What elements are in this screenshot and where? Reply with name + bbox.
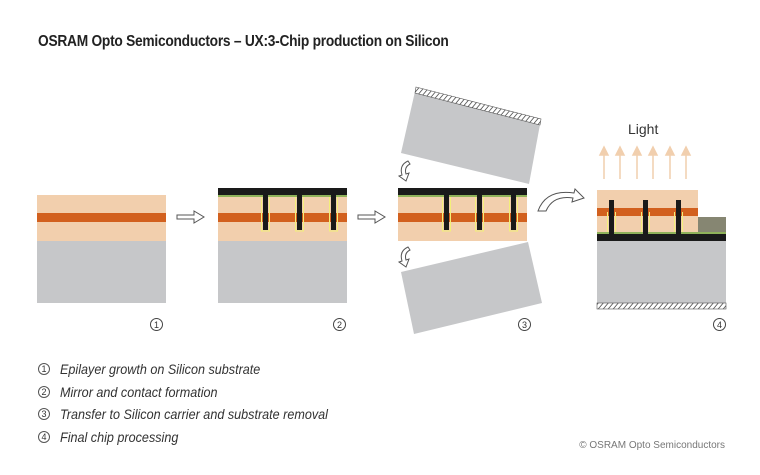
step1-chip bbox=[37, 195, 166, 303]
legend-label: Mirror and contact formation bbox=[60, 383, 218, 400]
copyright: © OSRAM Opto Semiconductors bbox=[579, 440, 725, 451]
legend: 1 Epilayer growth on Silicon substrate 2… bbox=[38, 358, 358, 448]
step3-chip bbox=[398, 188, 527, 241]
step-number-badge: 2 bbox=[333, 318, 346, 331]
page-title: OSRAM Opto Semiconductors – UX:3-Chip pr… bbox=[38, 33, 449, 50]
legend-item: 2 Mirror and contact formation bbox=[38, 381, 358, 404]
legend-item: 4 Final chip processing bbox=[38, 426, 358, 449]
legend-number: 4 bbox=[38, 430, 50, 443]
step4-chip bbox=[596, 190, 727, 310]
legend-item: 3 Transfer to Silicon carrier and substr… bbox=[38, 403, 358, 426]
step2-chip bbox=[218, 188, 347, 303]
legend-label: Transfer to Silicon carrier and substrat… bbox=[60, 406, 328, 423]
legend-number: 3 bbox=[38, 408, 50, 421]
step-number-badge: 4 bbox=[713, 318, 726, 331]
light-arrows bbox=[598, 145, 692, 179]
legend-number: 2 bbox=[38, 385, 50, 398]
step-number-badge: 1 bbox=[150, 318, 163, 331]
legend-item: 1 Epilayer growth on Silicon substrate bbox=[38, 358, 358, 381]
legend-label: Epilayer growth on Silicon substrate bbox=[60, 361, 261, 378]
step-number-badge: 3 bbox=[518, 318, 531, 331]
legend-label: Final chip processing bbox=[60, 428, 179, 445]
step3-substrate-bottom bbox=[401, 242, 542, 334]
curved-arrow-icon bbox=[397, 160, 585, 268]
step3-carrier-top bbox=[401, 86, 542, 184]
legend-number: 1 bbox=[38, 363, 50, 376]
arrow-right-icon bbox=[357, 210, 386, 224]
light-label: Light bbox=[628, 121, 659, 137]
arrow-right-icon bbox=[176, 210, 205, 224]
